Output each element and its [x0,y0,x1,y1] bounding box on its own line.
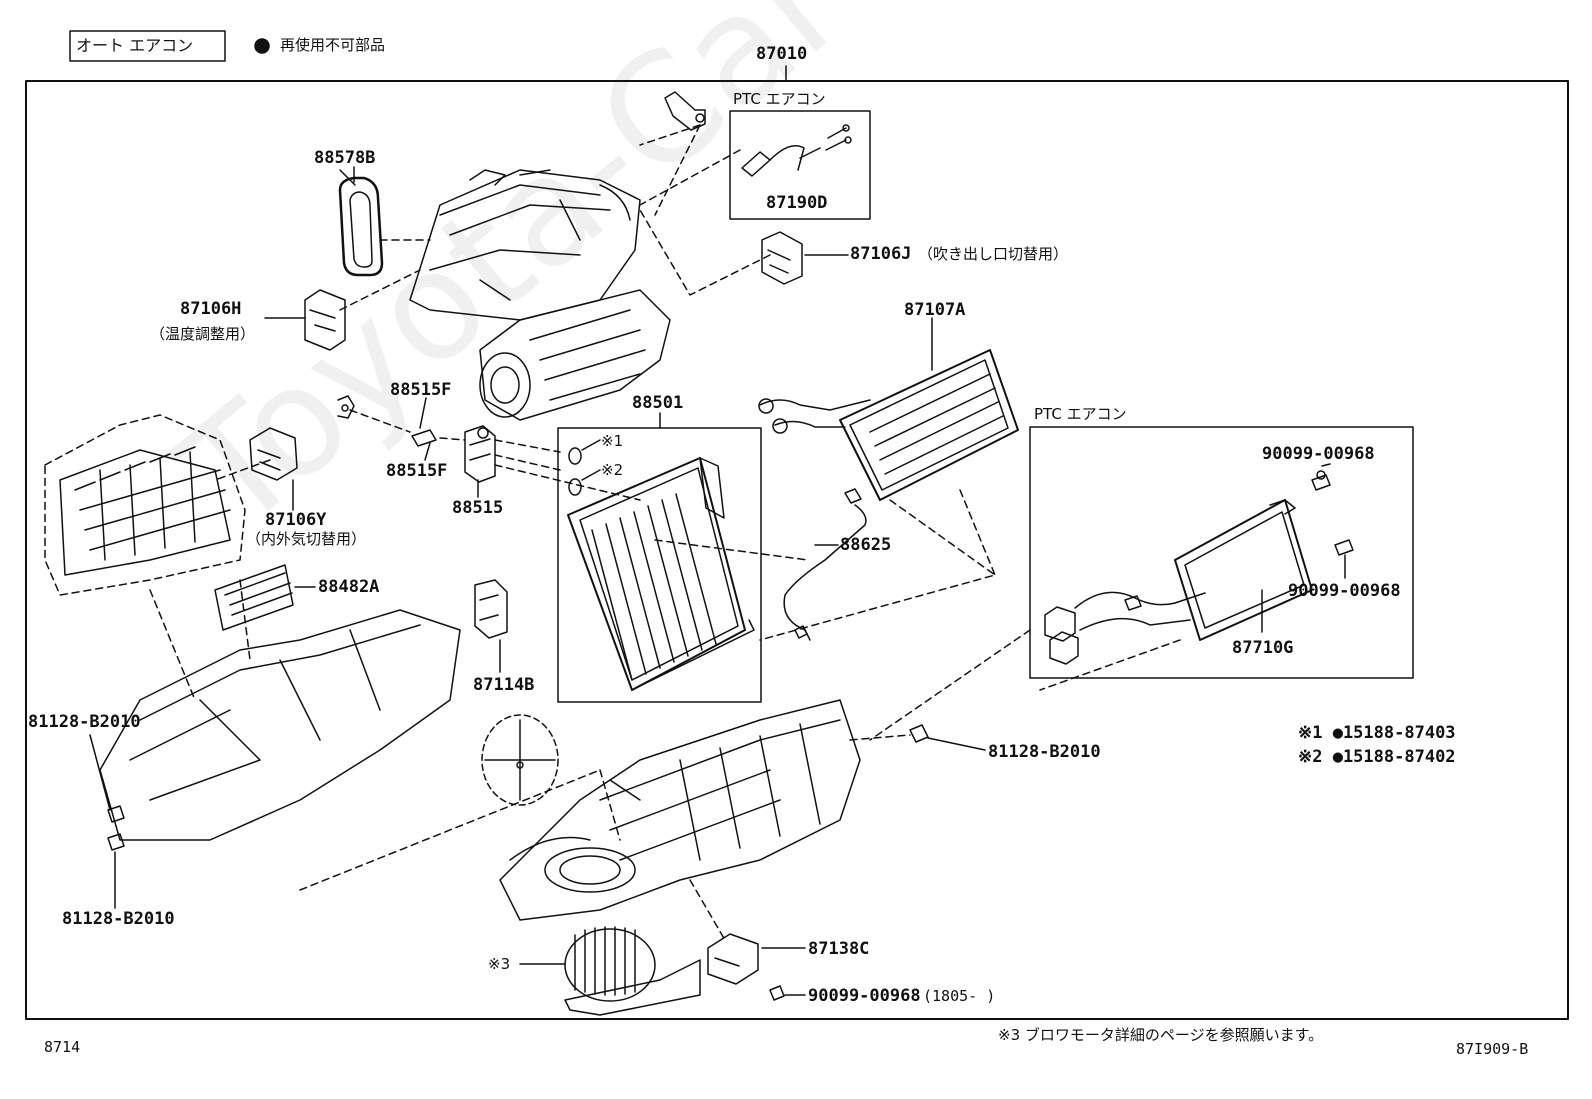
note-mark1: ※1 ●15188-87403 [1298,723,1456,743]
label-90099-00968-c: 90099-00968 [808,986,921,1006]
footer-right-code: 87I909-B [1456,1040,1529,1058]
evaporator-88501 [567,457,755,691]
ptc-top-box [729,110,871,220]
label-87106H-note: （温度調整用） [150,325,256,343]
label-87106J-note: （吹き出し口切替用） [918,245,1069,263]
lower-left-duct [89,609,461,909]
expansion-valve [337,395,496,498]
label-88515F-bottom: 88515F [386,461,448,481]
sensor-88625 [783,488,867,641]
label-88482A: 88482A [318,577,380,597]
resistor-87138C [707,933,806,1001]
label-88625: 88625 [840,535,892,555]
harness-87190D [741,124,852,177]
label-87190D: 87190D [766,193,828,213]
label-90099-00968-b: 90099-00968 [1288,581,1401,601]
evaporator-box [557,427,762,703]
label-87106Y-note: （内外気切替用） [246,530,367,548]
label-87010: 87010 [756,44,808,64]
legend-dot [254,38,270,54]
label-81128-B2010-left-bottom: 81128-B2010 [62,909,175,929]
connector-top [664,91,706,131]
label-ptc-right: PTC エアコン [1034,405,1127,423]
lower-main-case [499,699,861,921]
footer-note: ※3 ブロワモータ詳細のページを参照願います。 [998,1026,1324,1044]
footer-left-code: 8714 [44,1038,81,1056]
intake-case [44,414,246,596]
label-87138C: 87138C [808,939,870,959]
actuator-87106Y [249,427,298,511]
filter-88482A [214,564,316,631]
damper-87114B [474,579,508,673]
label-87106J: 87106J [850,244,912,264]
clip-right [909,724,986,751]
label-mark2: ※2 [601,461,624,479]
label-mark1: ※1 [601,432,624,450]
fan-wheel [481,714,559,806]
label-87114B: 87114B [473,675,535,695]
label-88578B: 88578B [314,148,376,168]
actuator-87106J [761,231,849,285]
label-81128-B2010-right: 81128-B2010 [988,742,1101,762]
blower-case [479,289,671,421]
label-90099-00968-c-range: (1805- ) [923,987,996,1005]
label-87710G: 87710G [1232,638,1294,658]
diagram-frame [25,80,1569,1020]
label-88515: 88515 [452,498,504,518]
label-mark3: ※3 [488,955,511,973]
label-88515F-top: 88515F [390,380,452,400]
ptc-heater-87710G [1044,499,1313,665]
label-87107A: 87107A [904,300,966,320]
ptc-screws [1311,463,1354,579]
actuator-87106H [264,289,346,351]
label-88501: 88501 [632,393,684,413]
heater-core-87107A [758,349,1019,501]
label-87106Y: 87106Y [265,510,327,530]
ptc-right-box [1029,426,1414,679]
label-90099-00968-a: 90099-00968 [1262,444,1375,464]
label-ptc-top: PTC エアコン [733,90,826,108]
legend-text: 再使用不可部品 [280,36,386,54]
o-rings [568,439,601,496]
note-mark2: ※2 ●15188-87402 [1298,747,1456,767]
blower-motor [519,926,701,1016]
label-87106H: 87106H [180,299,242,319]
seal-88578B [338,169,384,277]
auto-ac-box [69,30,226,62]
auto-ac-label: オート エアコン [76,36,194,55]
upper-case [409,169,641,321]
label-81128-B2010-left-top: 81128-B2010 [28,712,141,732]
